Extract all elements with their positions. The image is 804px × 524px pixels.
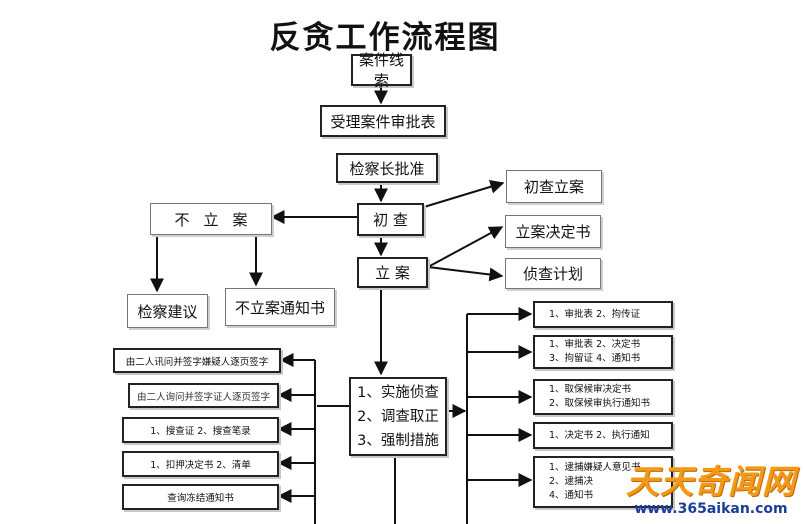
doc-line: 1、审批表 2、拘传证 bbox=[549, 308, 641, 320]
watermark-brand: 天天奇闻网 bbox=[626, 462, 796, 501]
doc-line: 4、通知书 bbox=[549, 490, 594, 501]
doc-surveillance-box: 1、决定书 2、执行通知 bbox=[533, 422, 673, 449]
doc-search-box: 1、搜查证 2、搜查笔录 bbox=[122, 417, 279, 443]
node-investigation-measures: 1、实施侦查 2、调查取正 3、强制措施 bbox=[349, 377, 447, 456]
doc-line: 2、取保候审执行通知书 bbox=[549, 398, 651, 409]
doc-arrest-box: 1、逮捕嫌疑人意见书 2、逮捕决 4、通知书 bbox=[533, 456, 673, 508]
doc-line: 1、决定书 2、执行通知 bbox=[549, 429, 650, 441]
node-no-filing-notice: 不立案通知书 bbox=[225, 288, 335, 326]
doc-witness-box: 由二人询问并签字证人逐页签字 bbox=[128, 383, 279, 408]
doc-summons-box: 1、审批表 2、拘传证 bbox=[533, 301, 673, 328]
doc-line: 1、取保候审决定书 bbox=[549, 384, 632, 395]
node-approval-form: 受理案件审批表 bbox=[320, 105, 446, 137]
node-preliminary-filing: 初查立案 bbox=[506, 170, 602, 203]
measure-line-1: 1、实施侦查 bbox=[357, 384, 439, 401]
doc-interrogation-box: 由二人讯问并签字嫌疑人逐页签字 bbox=[113, 348, 281, 373]
doc-bail-box: 1、取保候审决定书 2、取保候审执行通知书 bbox=[533, 379, 673, 415]
node-filing-decision: 立案决定书 bbox=[505, 215, 601, 248]
measure-line-3: 3、强制措施 bbox=[357, 432, 439, 449]
page-title: 反贪工作流程图 bbox=[269, 20, 501, 56]
doc-line: 1、审批表 2、决定书 bbox=[549, 339, 641, 350]
doc-line: 1、逮捕嫌疑人意见书 bbox=[549, 462, 641, 473]
doc-line: 3、拘留证 4、通知书 bbox=[549, 353, 641, 364]
node-no-filing: 不立案 bbox=[150, 203, 272, 235]
watermark-url: www.365aikan.com bbox=[634, 501, 788, 517]
node-investigation-plan: 侦查计划 bbox=[505, 258, 601, 289]
node-file-case: 立 案 bbox=[357, 257, 428, 288]
doc-freeze-box: 查询冻结通知书 bbox=[122, 484, 279, 510]
measure-line-2: 2、调查取正 bbox=[357, 408, 439, 425]
node-procuratorial-suggestion: 检察建议 bbox=[127, 294, 208, 328]
node-preliminary-investigation: 初 查 bbox=[357, 203, 424, 236]
node-case-clue: 案件线索 bbox=[351, 51, 412, 90]
node-chief-approval: 检察长批准 bbox=[336, 153, 438, 183]
doc-detention-box: 1、审批表 2、决定书 3、拘留证 4、通知书 bbox=[533, 335, 673, 369]
doc-seizure-box: 1、扣押决定书 2、清单 bbox=[122, 451, 279, 477]
watermark-logo: 天天奇闻网 www.365aikan.com bbox=[626, 455, 796, 517]
doc-line: 2、逮捕决 bbox=[549, 476, 594, 487]
